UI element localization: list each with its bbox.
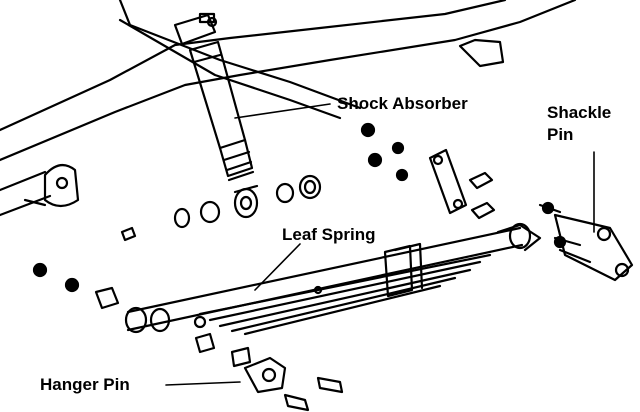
hanger-fasteners <box>32 262 216 354</box>
shackle-plate <box>428 148 496 220</box>
shackle-assembly <box>538 201 634 282</box>
shock-absorber-text: Shock Absorber <box>337 94 468 113</box>
shock-absorber-leader <box>234 103 331 119</box>
leaf-spring-text: Leaf Spring <box>282 225 376 244</box>
leaf-spring <box>124 222 542 336</box>
shock-absorber-label: Shock Absorber <box>337 93 468 115</box>
shackle-pin-line-2: Pin <box>547 125 574 144</box>
hanger-pin-assembly <box>230 346 344 412</box>
hanger-pin-label: Hanger Pin <box>40 374 130 396</box>
shock-absorber <box>188 40 259 219</box>
leaf-spring-label: Leaf Spring <box>282 224 376 246</box>
hanger-pin-leader <box>165 381 241 386</box>
leaf-spring-leader <box>254 243 301 291</box>
vehicle-frame <box>0 0 577 217</box>
shackle-pin-label: Shackle Pin <box>547 102 611 146</box>
shock-bushings <box>120 174 322 242</box>
upper-shock-mount <box>173 12 218 46</box>
shackle-nuts <box>360 122 409 182</box>
shackle-pin-line-1: Shackle <box>547 103 612 122</box>
hanger-pin-text: Hanger Pin <box>40 375 130 394</box>
